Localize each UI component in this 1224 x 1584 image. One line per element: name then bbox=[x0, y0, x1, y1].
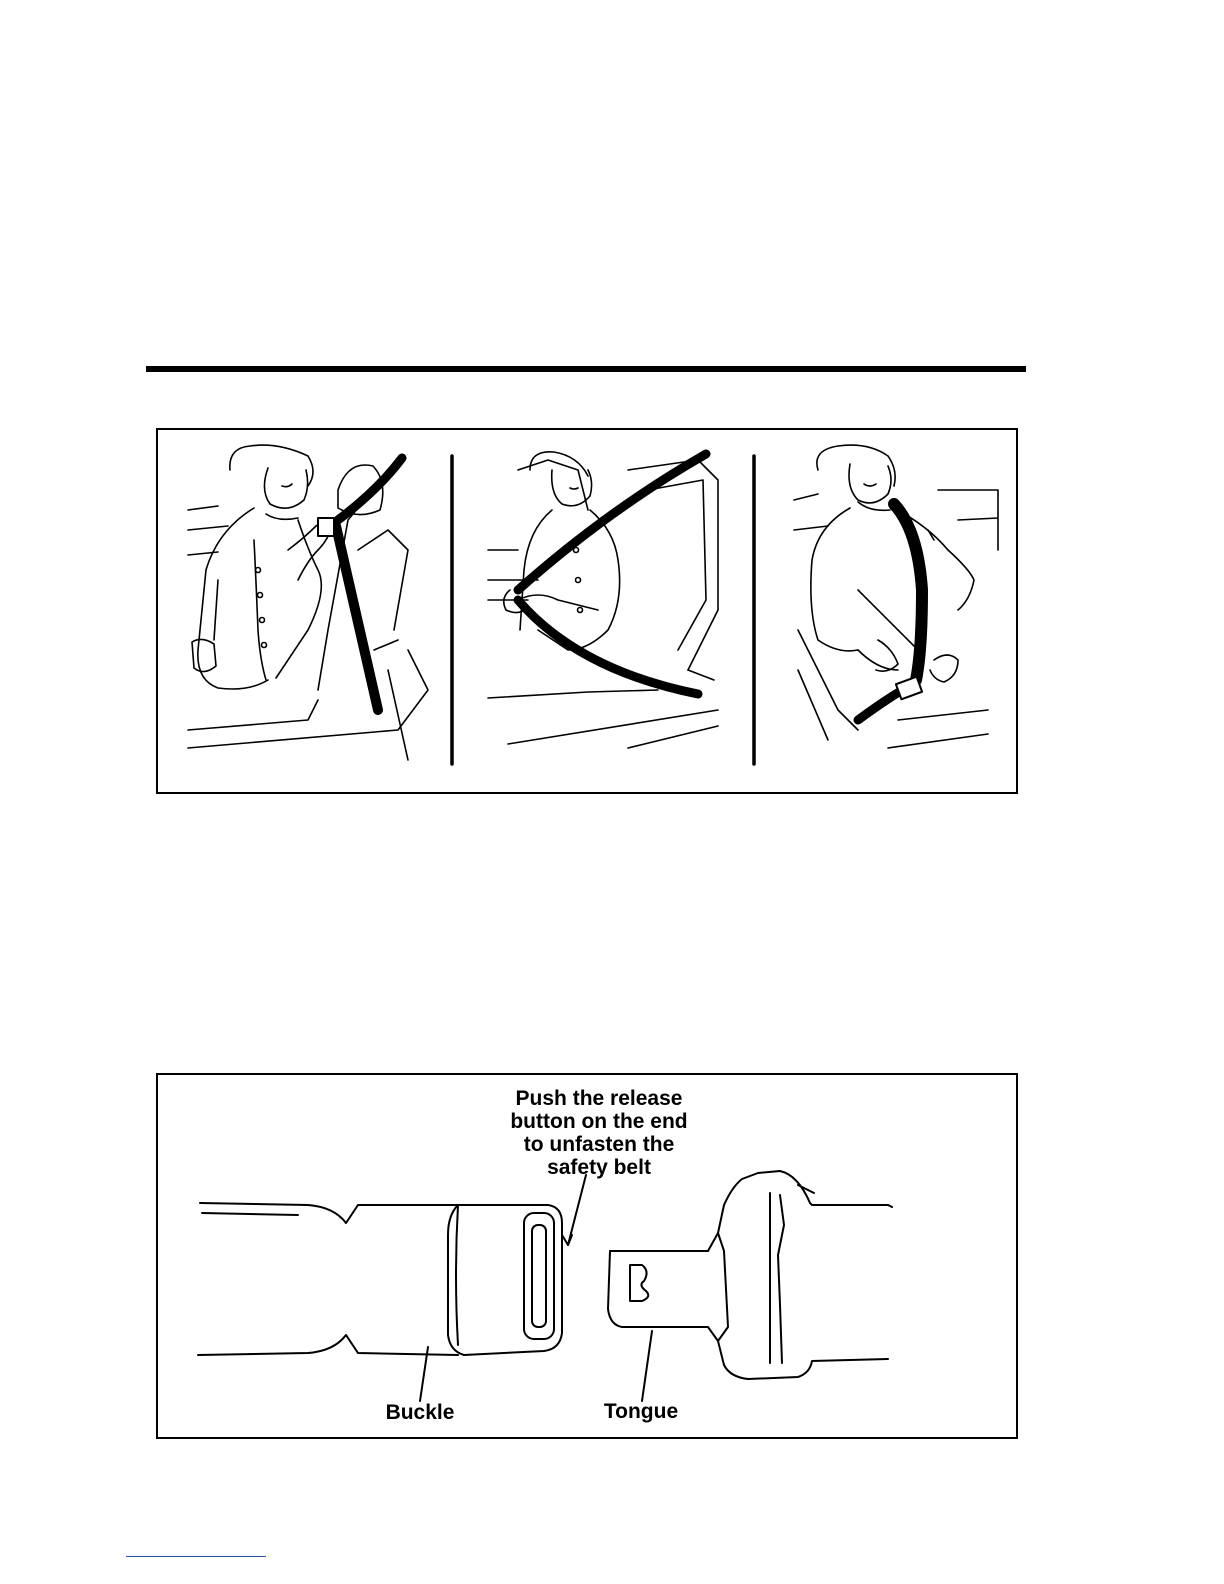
tongue-label: Tongue bbox=[596, 1400, 686, 1423]
release-button-callout: Push the release button on the end to un… bbox=[484, 1087, 714, 1179]
release-note-line: Push the release bbox=[484, 1087, 714, 1110]
release-pointer-line bbox=[568, 1175, 586, 1245]
release-note-line: to unfasten the bbox=[484, 1133, 714, 1156]
panel-reach-for-belt bbox=[188, 445, 428, 760]
section-divider-rule bbox=[146, 366, 1026, 372]
buckle-tongue-diagram: Push the release button on the end to un… bbox=[156, 1073, 1018, 1439]
release-note-line: safety belt bbox=[484, 1156, 714, 1179]
release-pointer-arrowhead bbox=[562, 1235, 572, 1245]
buckle-graphic bbox=[198, 1203, 562, 1355]
panel-pull-belt-across-body bbox=[488, 452, 718, 748]
footnote-separator bbox=[126, 1556, 266, 1557]
panel-insert-tongue-into-buckle bbox=[794, 445, 998, 748]
belt-fastening-illustration bbox=[156, 428, 1018, 794]
buckle-label: Buckle bbox=[380, 1401, 460, 1424]
release-note-line: button on the end bbox=[484, 1110, 714, 1133]
tongue-pointer-line bbox=[642, 1331, 652, 1401]
